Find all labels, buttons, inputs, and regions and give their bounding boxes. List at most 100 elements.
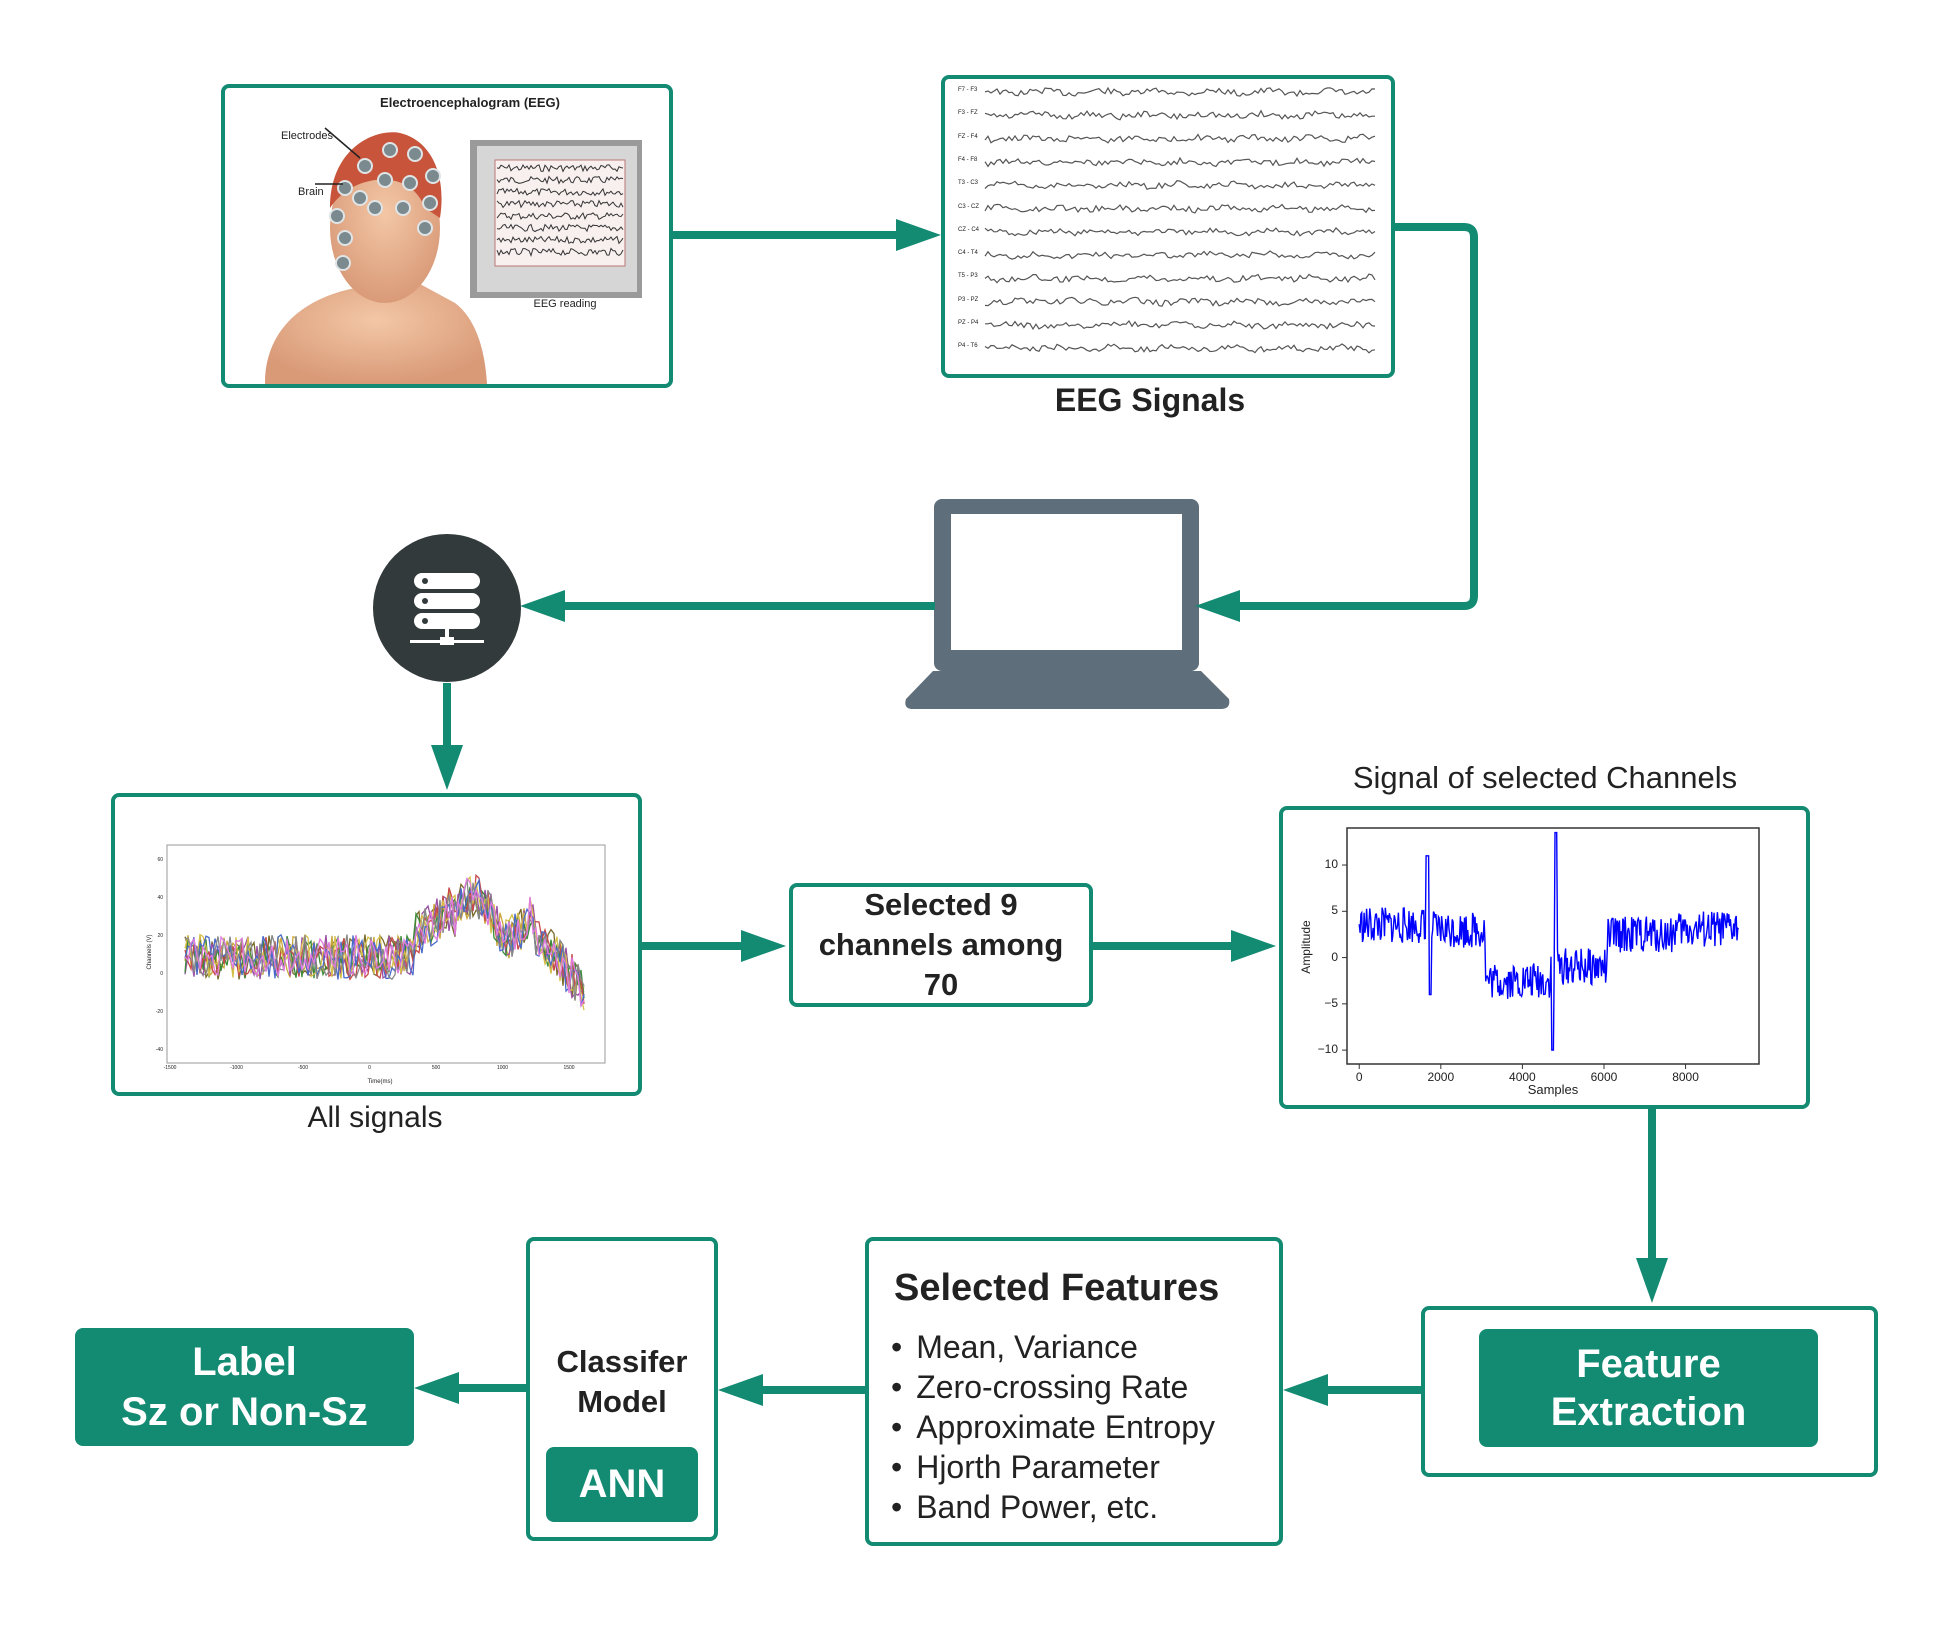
all-signals-trace: [184, 882, 585, 998]
eeg-channel-label: F7 - F3: [958, 87, 978, 93]
shoulders-shape: [265, 278, 487, 384]
feature-extraction-label: Feature Extraction: [1550, 1342, 1747, 1434]
all-signals-x-tick: 1000: [496, 1065, 509, 1071]
monitor-trace: [496, 199, 624, 209]
eeg-channel-label: PZ - P4: [958, 320, 979, 326]
eeg-channel-label: C3 - CZ: [958, 203, 979, 210]
output-label-box: Label Sz or Non-Sz: [75, 1328, 414, 1446]
eeg-illustration-title: Electroencephalogram (EEG): [380, 95, 560, 110]
selected-channels-y-tick: −5: [1324, 995, 1338, 1010]
channel-selection-text: Selected 9 channels among 70: [818, 887, 1064, 1002]
eeg-channel-trace: [984, 343, 1376, 354]
feature-item: Band Power, etc.: [891, 1487, 1271, 1527]
classifier-title: Classifer Model: [556, 1344, 688, 1419]
classifier-panel: Classifer Model ANN: [526, 1237, 718, 1541]
eeg-channel-trace: [984, 133, 1376, 144]
eeg-channel-trace: [984, 250, 1376, 260]
feature-extraction-panel: Feature Extraction: [1421, 1306, 1878, 1477]
all-signals-trace: [184, 877, 585, 1007]
selected-channels-x-tick: 6000: [1590, 1070, 1618, 1084]
server-icon: [373, 534, 521, 682]
selected-features-title: Selected Features: [894, 1267, 1220, 1309]
eeg-channel-trace: [984, 273, 1376, 284]
eeg-channel-label: CZ - C4: [958, 226, 979, 233]
eeg-signals-panel: F7 - F3 F3 - FZ FZ - F4 F4 - F8 T3 - C3 C3 - …: [941, 75, 1395, 378]
all-signals-caption: All signals: [307, 1101, 443, 1134]
selected-features-list: Mean, VarianceZero-crossing RateApproxim…: [891, 1327, 1271, 1527]
eeg-signals-caption: EEG Signals: [1054, 382, 1246, 418]
eeg-channel-trace: [984, 180, 1376, 191]
selected-features-panel: Selected Features Mean, VarianceZero-cro…: [865, 1237, 1283, 1546]
eeg-channel-label: C4 - T4: [958, 250, 978, 257]
all-signals-x-tick: -1500: [163, 1065, 177, 1071]
selected-channels-xlabel: Samples: [1527, 1082, 1579, 1097]
eeg-channel-trace: [984, 296, 1376, 307]
selected-channels-ylabel: Amplitude: [1299, 920, 1313, 974]
eeg-channel-trace: [984, 109, 1375, 121]
monitor-trace: [496, 211, 624, 221]
ann-model-label: ANN: [578, 1462, 666, 1506]
all-signals-y-tick: 60: [157, 857, 163, 863]
eeg-channel-label: T3 - C3: [958, 180, 979, 187]
selected-channels-x-tick: 4000: [1509, 1070, 1536, 1084]
eeg-signals-traces: [984, 86, 1376, 354]
monitor-trace: [496, 175, 624, 185]
electrodes-label: Electrodes: [281, 130, 333, 142]
eeg-channel-trace: [984, 156, 1376, 168]
monitor-trace: [496, 163, 624, 173]
eeg-channel-label: F3 - FZ: [958, 110, 978, 117]
selected-channels-y-tick: 5: [1331, 903, 1338, 918]
selected-channels-caption: Signal of selected Channels: [1352, 760, 1738, 795]
all-signals-y-tick: 40: [157, 895, 163, 901]
eeg-channel-trace: [984, 86, 1376, 98]
all-signals-x-tick: 0: [368, 1065, 371, 1071]
eeg-channel-trace: [985, 319, 1376, 331]
eeg-channel-trace: [984, 203, 1376, 214]
all-signals-plot: [166, 844, 606, 1064]
all-signals-xlabel: Time(ms): [367, 1079, 393, 1085]
selected-channels-y-tick: 0: [1331, 949, 1338, 964]
all-signals-x-tick: 500: [431, 1065, 441, 1071]
brain-label: Brain: [298, 186, 324, 198]
selected-channels-x-tick: 8000: [1672, 1070, 1699, 1084]
monitor-trace: [496, 235, 624, 245]
all-signals-y-tick: 0: [160, 971, 163, 977]
output-label-line2: Sz or Non-Sz: [121, 1390, 368, 1434]
monitor-trace: [496, 247, 624, 258]
selected-channels-line: [1358, 831, 1740, 1051]
laptop-icon: [905, 499, 1230, 709]
eeg-channel-label: FZ - F4: [958, 133, 978, 140]
eeg-illustration-panel: Electroencephalogram (EEG) Electrodes Br…: [221, 84, 673, 388]
eeg-channel-label: T5 - P3: [958, 273, 978, 280]
all-signals-ylabel: Channels (V): [147, 934, 153, 970]
all-signals-trace: [184, 877, 585, 1008]
all-signals-y-tick: -40: [155, 1047, 163, 1053]
feature-item: Mean, Variance: [891, 1327, 1271, 1367]
eeg-illustration: [265, 127, 642, 384]
eeg-channel-label: P4 - T6: [958, 343, 978, 350]
selected-channels-y-tick: −10: [1317, 1042, 1338, 1057]
channel-selection-box: Selected 9 channels among 70: [789, 883, 1093, 1007]
selected-channels-x-tick: 2000: [1427, 1070, 1455, 1084]
output-label-line1: Label: [192, 1340, 297, 1384]
monitor-trace: [496, 187, 624, 197]
eeg-reading-label: EEG reading: [533, 298, 597, 310]
selected-channels-x-tick: 0: [1355, 1070, 1363, 1084]
electrode-dots: [329, 142, 441, 271]
all-signals-y-tick: -20: [155, 1009, 163, 1015]
all-signals-x-tick: -500: [297, 1065, 308, 1071]
selected-channels-plot: [1342, 827, 1760, 1069]
feature-extraction-button[interactable]: Feature Extraction: [1479, 1329, 1818, 1447]
feature-item: Zero-crossing Rate: [891, 1367, 1271, 1407]
all-signals-x-tick: -1000: [230, 1065, 243, 1071]
monitor-trace: [496, 223, 624, 233]
eeg-channel-trace: [984, 226, 1376, 237]
all-signals-y-tick: 20: [157, 933, 163, 939]
eeg-channel-label: P3 - PZ: [958, 296, 979, 303]
electrodes-pointer: [324, 127, 361, 159]
monitor-screen: [494, 159, 626, 267]
eeg-channel-label: F4 - F8: [958, 156, 978, 163]
ann-model-button[interactable]: ANN: [546, 1447, 698, 1522]
